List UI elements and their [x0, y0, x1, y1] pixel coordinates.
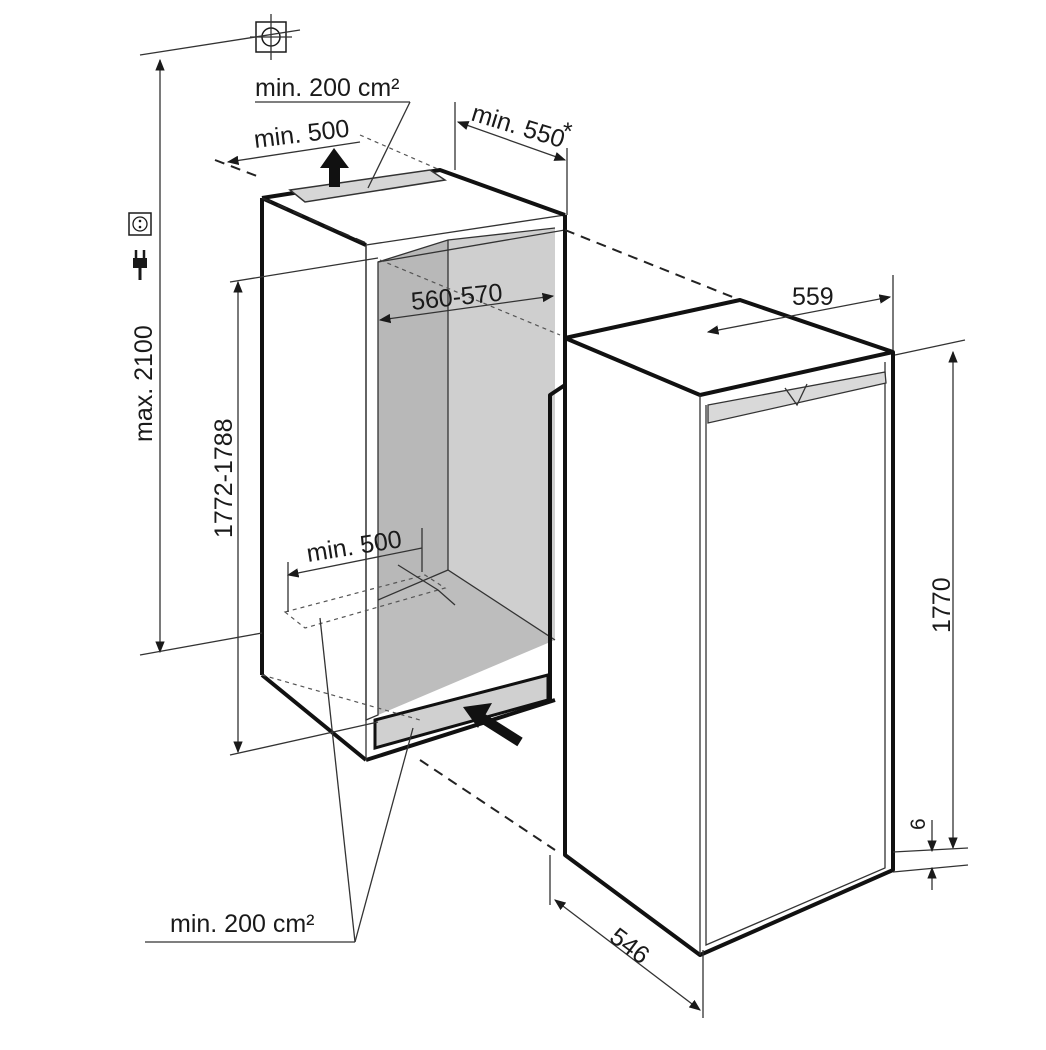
base-gap-label: 6 — [907, 818, 930, 830]
top-vent-grille — [288, 169, 448, 203]
top-depth-label: min. 500 — [252, 114, 351, 153]
max-height-label: max. 2100 — [130, 325, 158, 442]
niche-height-label: 1772-1788 — [210, 418, 238, 538]
cavity-left-wall — [378, 240, 448, 600]
appliance-body — [563, 298, 895, 957]
dimensions — [139, 14, 969, 1018]
bottom-vent-grille — [373, 673, 550, 750]
appliance-height-label: 1770 — [928, 577, 956, 633]
appliance-depth-label: 546 — [604, 922, 654, 969]
airflow-arrow-in-icon — [463, 703, 523, 747]
top-vent-area-label: min. 200 cm² — [255, 74, 399, 102]
power-plug-icon — [133, 250, 147, 280]
bottom-vent-area-label: min. 200 cm² — [170, 910, 314, 938]
power-socket-icon — [128, 212, 152, 236]
airflow-arrow-up-icon — [320, 148, 349, 187]
cavity-back-wall — [448, 228, 555, 640]
niche-cabinet — [260, 168, 567, 762]
control-panel — [707, 371, 887, 424]
niche-depth-note: * — [563, 118, 573, 146]
appliance-width-label: 559 — [792, 283, 834, 311]
cavity-floor — [378, 570, 555, 715]
niche-depth-label: min. 550 — [468, 99, 568, 154]
